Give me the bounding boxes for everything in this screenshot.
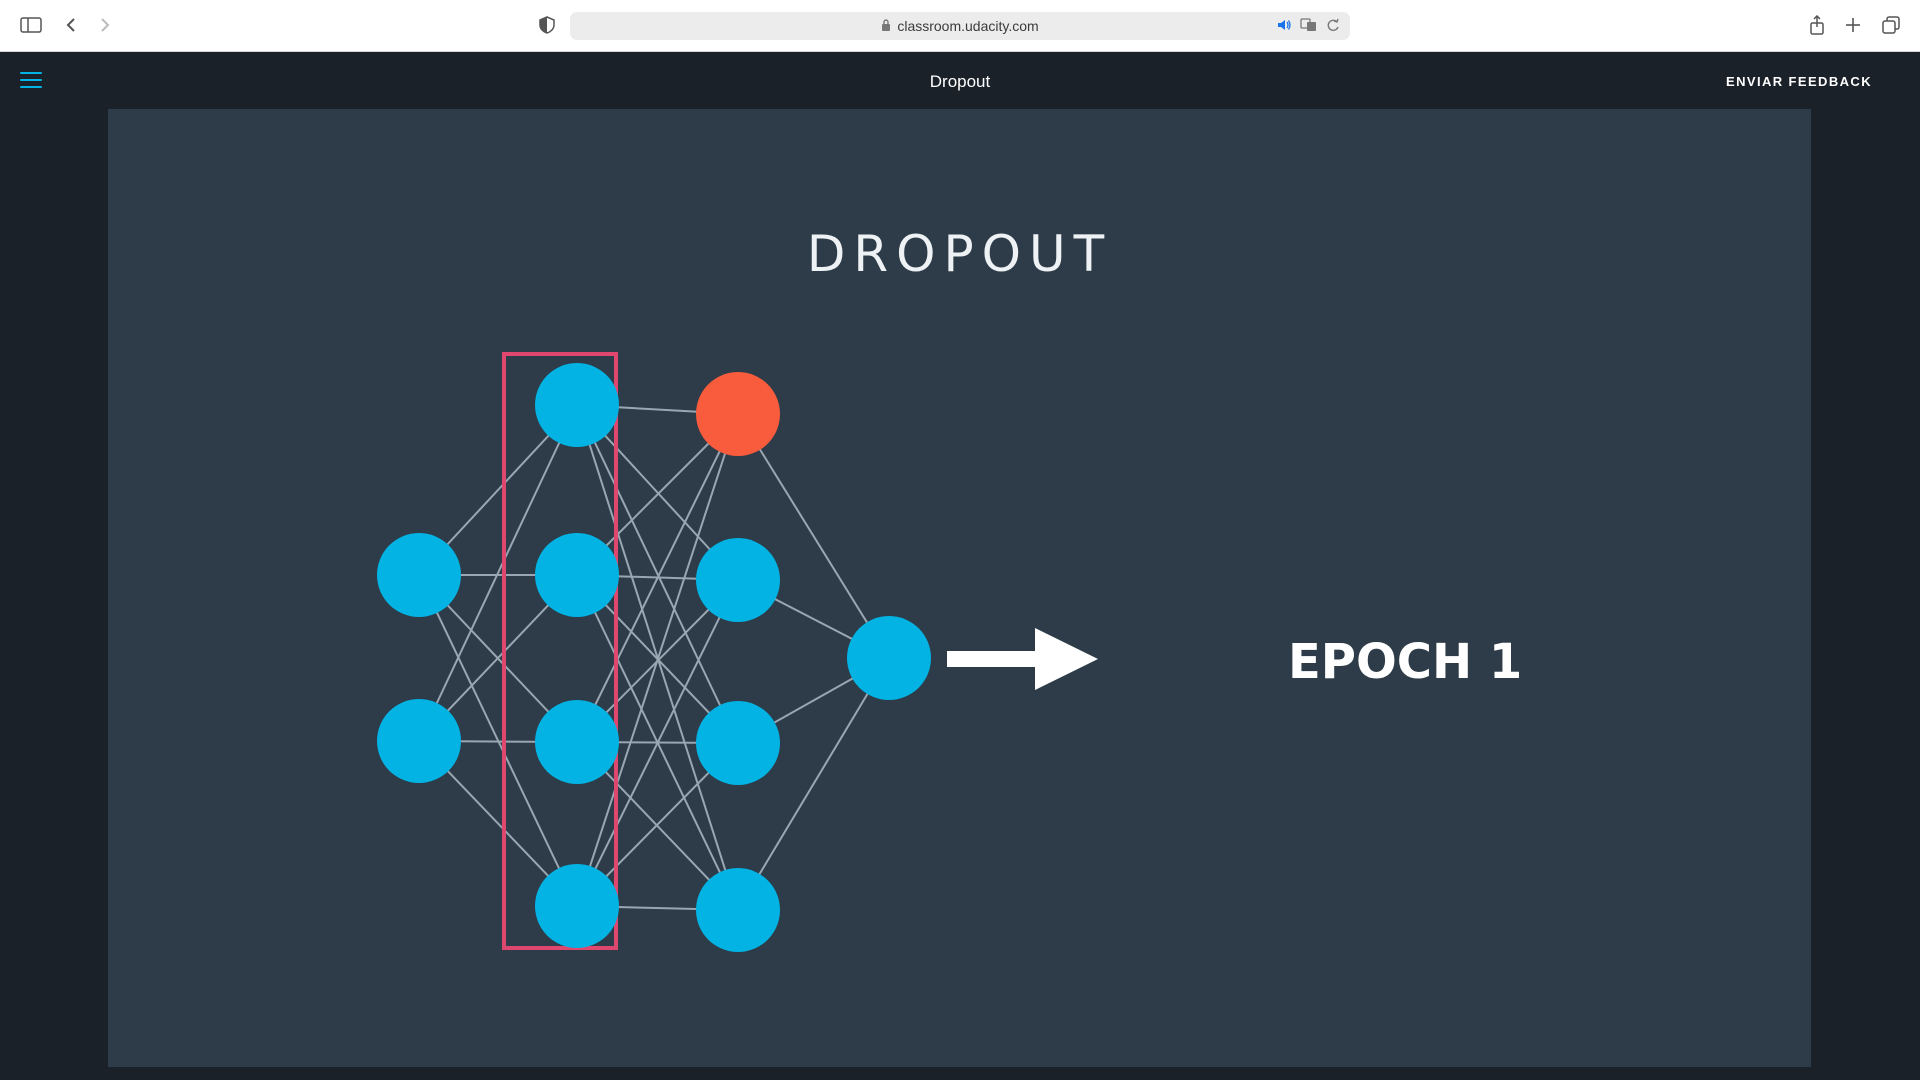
network-edge xyxy=(576,404,739,744)
shield-icon[interactable] xyxy=(534,12,560,38)
network-edges xyxy=(418,404,890,911)
neuron xyxy=(535,533,619,617)
send-feedback-button[interactable]: ENVIAR FEEDBACK xyxy=(1726,74,1872,89)
tabs-overview-icon[interactable] xyxy=(1878,12,1904,38)
network-edge xyxy=(576,413,739,743)
url-text: classroom.udacity.com xyxy=(897,18,1039,34)
sidebar-icon[interactable] xyxy=(18,12,44,38)
epoch-label: EPOCH 1 xyxy=(1288,634,1523,690)
translate-icon[interactable] xyxy=(1300,17,1318,36)
neuron xyxy=(535,700,619,784)
page-title: Dropout xyxy=(929,72,991,91)
dropout-highlight-box xyxy=(502,352,618,950)
neuron xyxy=(696,701,780,785)
neuron xyxy=(847,616,931,700)
video-slide-title: DROPOUT xyxy=(806,225,1113,283)
new-tab-icon[interactable] xyxy=(1840,12,1866,38)
network-nodes xyxy=(377,363,931,952)
network-edge xyxy=(576,413,739,907)
browser-toolbar: classroom.udacity.com xyxy=(0,0,1920,52)
network-edge xyxy=(737,413,890,659)
dropped-neuron xyxy=(696,372,780,456)
network-edge xyxy=(737,657,890,911)
neuron xyxy=(696,868,780,952)
speaker-icon[interactable] xyxy=(1276,17,1292,36)
classroom-header: Dropout ENVIAR FEEDBACK xyxy=(0,52,1920,109)
neuron xyxy=(377,533,461,617)
neuron xyxy=(535,363,619,447)
address-bar[interactable]: classroom.udacity.com xyxy=(570,12,1350,40)
neuron xyxy=(535,864,619,948)
back-icon[interactable] xyxy=(58,12,84,38)
neuron xyxy=(377,699,461,783)
lock-icon xyxy=(881,18,891,34)
neuron xyxy=(696,538,780,622)
forward-icon[interactable] xyxy=(92,12,118,38)
right-arrow-icon xyxy=(947,628,1098,690)
neural-network-diagram xyxy=(377,352,1098,952)
reload-icon[interactable] xyxy=(1326,17,1340,36)
hamburger-menu-icon[interactable] xyxy=(20,72,42,90)
share-icon[interactable] xyxy=(1804,12,1830,38)
video-player[interactable]: DROPOUT EPOCH 1 xyxy=(108,109,1811,1067)
network-edge xyxy=(576,579,739,907)
network-edge xyxy=(418,404,578,742)
